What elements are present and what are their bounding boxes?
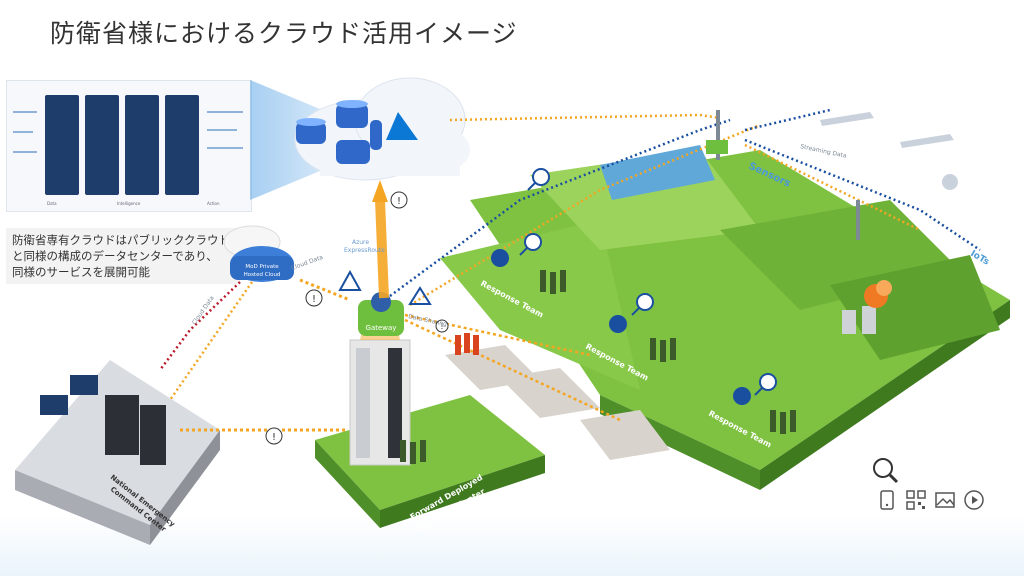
svg-text:!: ! [312,294,316,305]
warning-icon: ! ! ! ! [265,191,449,445]
svg-text:!: ! [272,432,276,443]
image-icon[interactable] [934,489,956,511]
cloud-description-line: 防衛省専有クラウドはパブリッククラウド [12,233,231,247]
cloud-description-line: 同様のサービスを展開可能 [12,265,150,279]
dashboard-column [165,95,199,195]
ngo-blocks [445,345,670,460]
monitor-icon [40,395,68,415]
server-rack-icon [105,395,139,455]
svg-text:Gateway: Gateway [366,324,397,332]
mod-cloud-label: MoD Private [245,264,279,270]
dashboard-line [207,111,243,113]
media-icons [876,489,985,511]
qr-icon[interactable] [905,489,927,511]
svg-text:ExpressRoute: ExpressRoute [344,247,385,254]
azure-cloud [294,77,470,181]
dashboard-line [13,151,37,153]
gear-icon [491,249,751,405]
cloud-description: 防衛省専有クラウドはパブリッククラウド と同様の構成のデータセンターであり、 同… [6,228,240,284]
rescue-worker-group-icon [455,333,479,355]
dashboard-column [45,95,79,195]
dashboard-axis-action: Action [207,201,220,206]
dashboard-column [125,95,159,195]
phone-icon[interactable] [876,489,898,511]
svg-text:Hosted Cloud: Hosted Cloud [244,272,281,278]
svg-text:!: ! [397,196,401,207]
dashboard-axis-data: Data [47,201,57,206]
network-links [159,108,981,432]
dashboard-line [207,147,243,149]
mod-private-cloud: MoD Private Hosted Cloud [223,225,294,282]
aircraft-icon [820,112,958,190]
cloud-description-line: と同様の構成のデータセンターであり、 [12,249,218,263]
gateway: Gateway [358,292,404,336]
dashboard-line [13,111,37,113]
search-icon [519,168,777,396]
play-icon[interactable] [963,489,985,511]
azure-logo-icon [386,112,418,140]
sensor-mast-icon [706,110,860,240]
analytics-triangle-icon [338,269,432,305]
dashboard-axis-intelligence: Intelligence [117,201,141,206]
dashboard-column [85,95,119,195]
streaming-data-label: Streaming Data [800,143,848,160]
page-title: 防衛省様におけるクラウド活用イメージ [50,19,518,48]
dashboard-line [207,129,237,131]
industrial-facility-icon [842,280,892,334]
bottom-band [0,516,1024,576]
svg-text:Cloud Data: Cloud Data [191,295,216,327]
data-sharing-label: Data Sharing [408,313,448,328]
cloud-data-label: Cloud Data [290,254,324,272]
database-cluster-icon [296,100,382,164]
azure-expressroute-label: Azure [352,239,369,246]
field-ground [440,145,1010,490]
svg-text:!: ! [440,322,443,331]
server-rack-icon [140,405,166,465]
monitor-icon [70,375,98,395]
dashboard-line [13,131,33,133]
analytics-dashboard: Data Intelligence Action [6,80,252,212]
zoom-icon[interactable] [870,455,900,485]
national-command-block [15,360,220,545]
soldier-group-icon [400,270,796,464]
